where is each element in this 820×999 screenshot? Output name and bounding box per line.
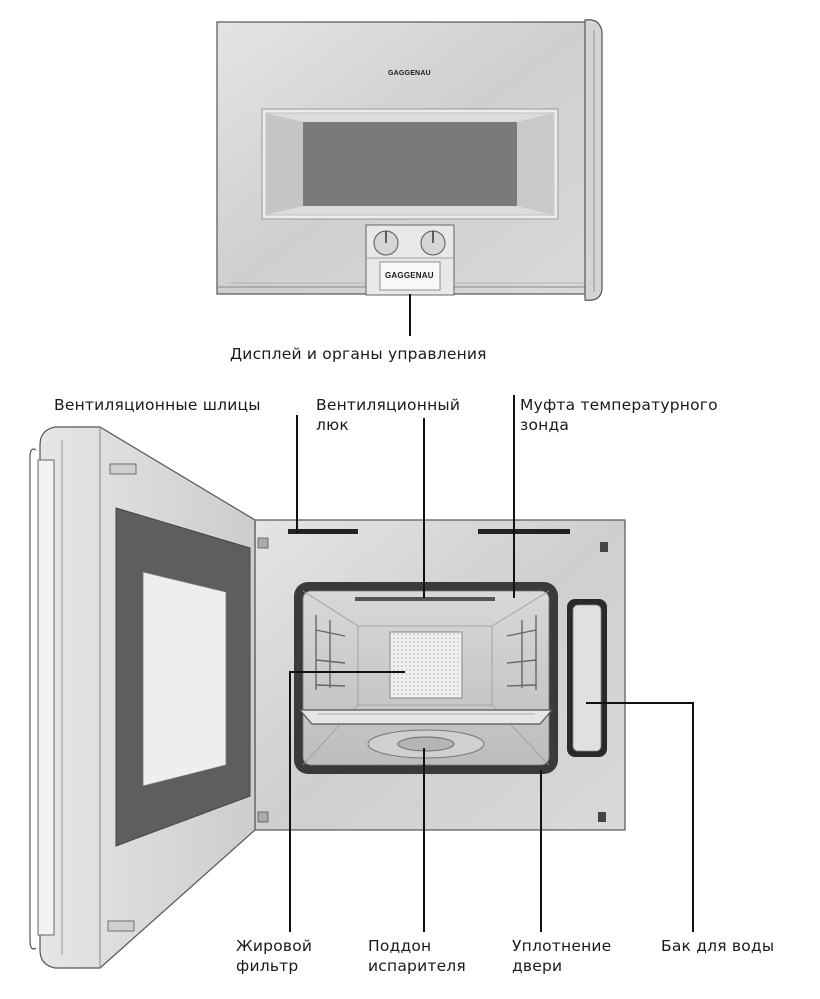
label-display-controls: Дисплей и органы управления — [230, 345, 487, 363]
door-glass-inner — [142, 571, 227, 787]
vent-hatch — [355, 597, 495, 601]
open-appliance — [29, 426, 626, 969]
label-door-seal: Уплотнение двери — [512, 937, 612, 975]
label-water-tank: Бак для воды — [661, 937, 775, 955]
side-racks — [315, 615, 537, 690]
label-evaporator-tray: Поддон испарителя — [368, 937, 466, 975]
brand-logo-top: GAGGENAU — [388, 70, 431, 77]
label-vent-hatch: Вентиляционный люк — [316, 396, 461, 434]
vent-slot-left — [288, 529, 358, 534]
grease-filter — [389, 631, 463, 699]
vent-slot-right — [478, 529, 570, 534]
hinge-bottom — [107, 920, 135, 932]
leader-lines — [289, 395, 694, 932]
label-vent-slots: Вентиляционные шлицы — [54, 396, 261, 414]
closed-appliance — [216, 19, 603, 301]
display-screen — [379, 261, 441, 291]
door-glass — [303, 122, 517, 206]
hinge-top — [109, 463, 137, 475]
baking-tray — [298, 709, 554, 725]
leader-water-tank — [586, 702, 694, 932]
open-door-handle-icon[interactable] — [37, 459, 55, 936]
label-grease-filter: Жировой фильтр — [236, 937, 313, 975]
brand-logo-display: GAGGENAU — [385, 271, 434, 280]
label-probe-socket: Муфта температурного зонда — [520, 396, 718, 434]
water-tank — [572, 604, 602, 752]
leader-grease-filter — [289, 671, 405, 932]
